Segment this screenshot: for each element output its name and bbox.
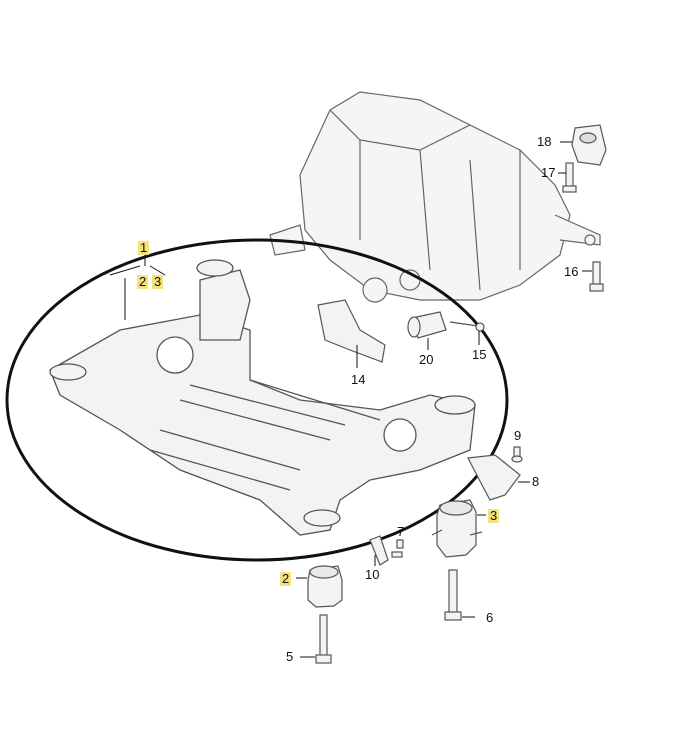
bolt-16 (589, 261, 604, 292)
label-17: 17 (541, 165, 556, 180)
label-1: 1 (138, 240, 150, 255)
bolt-6 (444, 569, 462, 621)
label-6: 6 (486, 610, 494, 625)
label-3-right: 3 (488, 508, 500, 523)
label-10: 10 (365, 567, 380, 582)
callout-leader-1 (109, 253, 166, 320)
bolt-9 (511, 446, 523, 463)
bracket-8 (467, 454, 521, 501)
front-subframe (49, 259, 476, 536)
bolt-5 (315, 614, 332, 664)
bolt-7 (391, 539, 404, 558)
label-8: 8 (532, 474, 540, 489)
label-9: 9 (514, 428, 522, 443)
label-16: 16 (564, 264, 579, 279)
label-18: 18 (537, 134, 552, 149)
label-20: 20 (419, 352, 434, 367)
label-14: 14 (351, 372, 366, 387)
engine-mount-2-left (307, 565, 343, 608)
highlight-ellipse (5, 238, 509, 562)
label-3-top: 3 (152, 274, 164, 289)
engine-mount-3-right (431, 499, 483, 558)
label-2-top: 2 (137, 274, 149, 289)
label-7: 7 (397, 524, 405, 539)
bracket-14 (317, 299, 386, 363)
bushing-20 (407, 311, 447, 339)
bolt-15 (449, 321, 485, 332)
bracket-10 (369, 535, 389, 566)
label-15: 15 (472, 347, 487, 362)
mount-18 (571, 124, 607, 166)
transmission-housing (269, 91, 601, 303)
label-5: 5 (286, 649, 294, 664)
bolt-17 (562, 162, 577, 193)
label-2-lower: 2 (280, 571, 292, 586)
